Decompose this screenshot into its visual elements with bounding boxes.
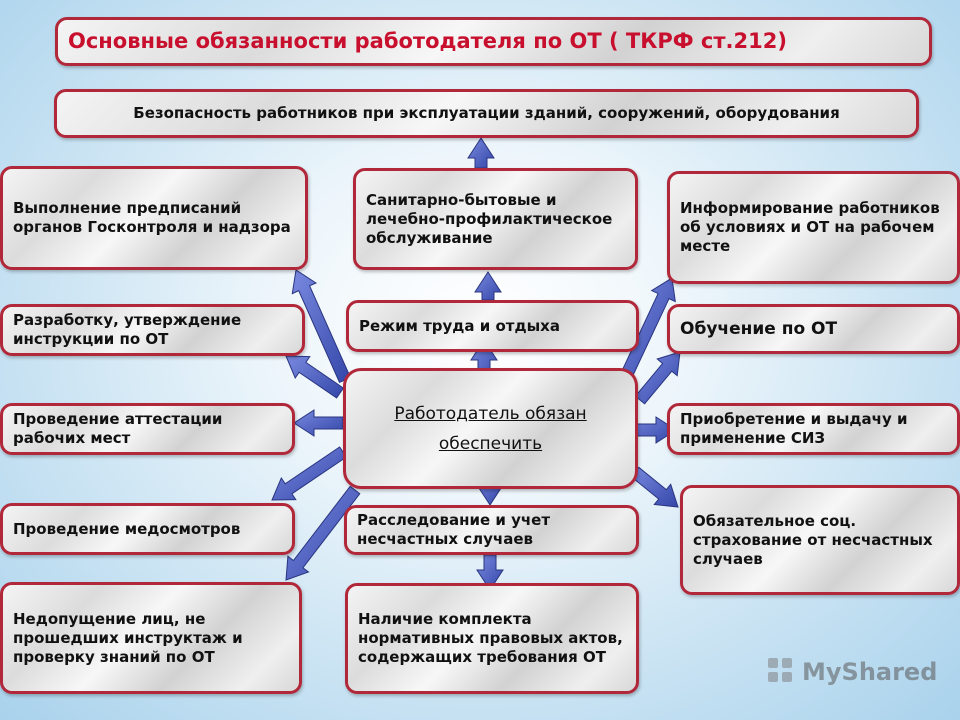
arrow-to-safety-buildings (467, 137, 495, 169)
middle-box-sanitary: Санитарно-бытовые и лечебно-профилактиче… (353, 168, 638, 270)
arrow-to-medical (271, 446, 348, 501)
middle-box-accidents: Расследование и учет несчастных случаев (344, 505, 639, 555)
center-line-2: обеспечить (438, 433, 543, 454)
right-box-ppe: Приобретение и выдачу и применение СИЗ (667, 403, 960, 455)
left-box-admission: Недопущение лиц, не прошедших инструктаж… (0, 582, 302, 694)
arrow-to-normative-acts (476, 554, 504, 591)
middle-box-work-rest: Режим труда и отдыха (346, 300, 639, 352)
logo-squares-icon (768, 658, 796, 686)
arrow-to-insurance (630, 466, 679, 508)
arrow-to-instructions (285, 355, 345, 399)
arrow-to-sanitary (474, 271, 502, 301)
right-box-training: Обучение по ОТ (667, 304, 960, 354)
left-box-instructions: Разработку, утверждение инструкции по ОТ (0, 304, 305, 356)
diagram-title: Основные обязанности работодателя по ОТ … (55, 17, 932, 66)
center-line-1: Работодатель обязан (394, 403, 587, 424)
arrow-to-informing (621, 277, 676, 376)
watermark-text: MyShared (802, 658, 938, 686)
watermark-logo: MyShared (768, 658, 937, 686)
right-box-insurance: Обязательное соц. страхование от несчаст… (680, 485, 960, 595)
middle-box-normative-acts: Наличие комплекта нормативных правовых а… (345, 583, 639, 694)
right-box-informing: Информирование работников об условиях и … (667, 171, 960, 284)
arrow-to-attestation (293, 409, 344, 437)
employer-obliged-box: Работодатель обязан обеспечить (343, 368, 638, 489)
arrow-to-training (634, 351, 681, 405)
left-box-medical: Проведение медосмотров (0, 503, 295, 555)
arrow-to-state-control (291, 269, 352, 384)
left-box-state-control: Выполнение предписаний органов Госконтро… (0, 166, 308, 270)
left-box-attestation: Проведение аттестации рабочих мест (0, 403, 295, 455)
safety-buildings-box: Безопасность работников при эксплуатации… (54, 89, 919, 138)
